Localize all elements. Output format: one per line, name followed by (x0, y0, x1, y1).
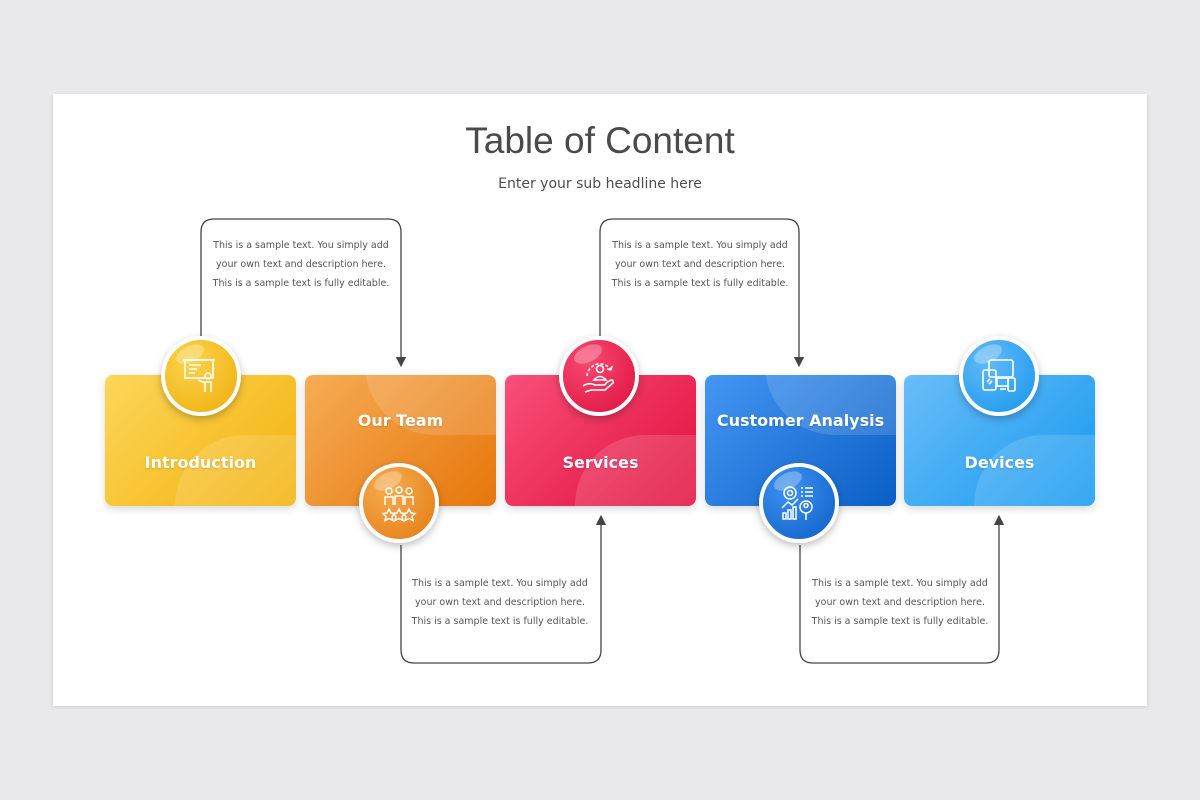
description-customer-analysis: This is a sample text. You simply add yo… (811, 578, 989, 627)
circle-introduction (161, 336, 241, 416)
description-our-team: This is a sample text. You simply add yo… (411, 578, 589, 627)
page-subtitle: Enter your sub headline here (498, 176, 702, 192)
card-label: Customer Analysis (716, 411, 885, 430)
presentation-board-icon (183, 359, 215, 392)
card-label: Services (562, 453, 639, 472)
hand-user-cycle-icon (582, 363, 615, 393)
description-introduction: This is a sample text. You simply add yo… (212, 240, 390, 289)
analytics-search-icon (781, 486, 813, 520)
card-label: Our Team (357, 411, 444, 430)
description-services: This is a sample text. You simply add yo… (611, 240, 789, 289)
team-stars-icon (381, 486, 417, 522)
circle-services (559, 336, 639, 416)
card-label: Devices (964, 453, 1035, 472)
circle-our-team (359, 463, 439, 543)
page-title: Table of Content (465, 120, 735, 161)
devices-icon (982, 359, 1016, 392)
card-label: Introduction (144, 453, 257, 472)
circle-customer-analysis (759, 463, 839, 543)
circle-devices (959, 336, 1039, 416)
